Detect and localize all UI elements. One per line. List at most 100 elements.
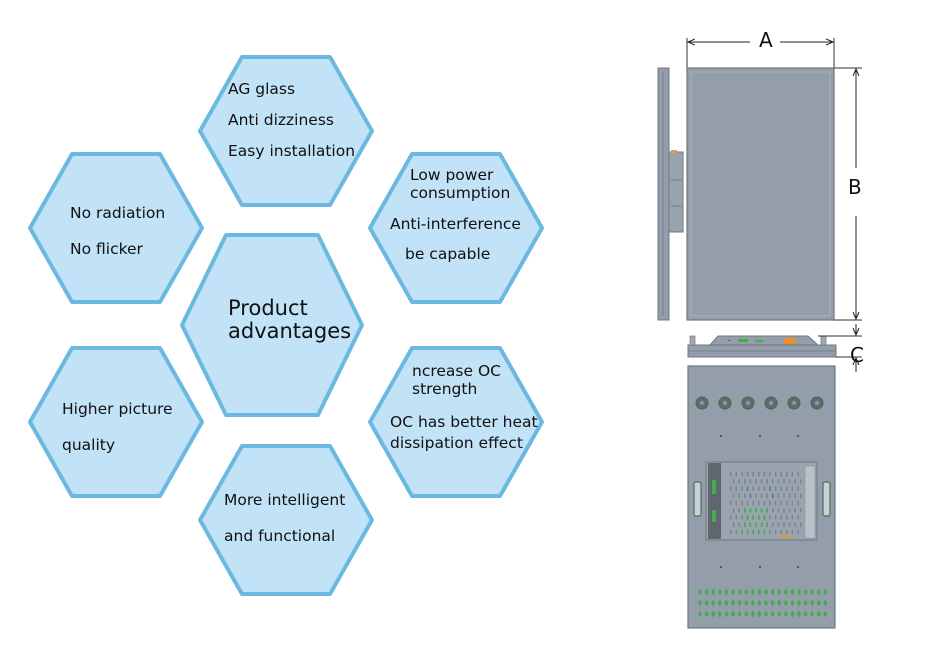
vent-slot [730, 529, 732, 535]
vent-diamond [797, 610, 801, 618]
vent-slot [774, 515, 777, 520]
vent-slot [735, 529, 738, 535]
screw-dot [759, 435, 761, 437]
vent-slot [744, 493, 746, 499]
fan-hub [699, 400, 705, 406]
advantage-line: More intelligent [224, 491, 346, 509]
vent-slots [730, 472, 802, 535]
vent-slot [783, 508, 785, 513]
advantage-line: Low power [410, 166, 494, 184]
advantage-line: No flicker [70, 239, 143, 258]
vent-slot [797, 472, 799, 477]
vent-diamond [724, 610, 729, 618]
vent-slot [800, 508, 802, 513]
vent-diamond [777, 588, 782, 596]
screw-dot [720, 566, 722, 568]
vent-diamond [744, 599, 749, 607]
vent-diamond [770, 599, 775, 607]
vent-diamond [777, 599, 782, 607]
electronics-box [705, 461, 818, 541]
advantage-line: Higher picture [62, 400, 173, 418]
vent-slot [786, 515, 788, 520]
vent-slot [777, 522, 780, 527]
vent-diamond [823, 599, 828, 607]
vent-slot [772, 508, 774, 513]
screw-dot [797, 566, 799, 568]
vent-diamond [717, 588, 722, 596]
vent-slot [780, 486, 782, 491]
hex-text: AG glass Anti dizziness Easy installatio… [228, 80, 355, 160]
vent-diamond [750, 599, 755, 607]
vent-diamond [757, 588, 762, 596]
vent-slot [735, 515, 738, 520]
vent-slot [738, 522, 740, 527]
vent-slot [758, 515, 760, 520]
vent-diamond [777, 610, 782, 618]
vent-slot [744, 479, 746, 484]
screw-dots [720, 435, 799, 568]
advantage-line: ncrease OC [412, 362, 501, 380]
left-handle [693, 481, 702, 517]
vent-slot [791, 500, 794, 506]
fan-hub [814, 400, 820, 406]
vent-diamond [764, 588, 768, 596]
advantage-line: OC has better heat [390, 412, 538, 431]
screw-dot [759, 566, 761, 568]
vent-slot [769, 500, 771, 506]
vent-slot [741, 515, 743, 520]
fan-hub [722, 400, 728, 406]
vent-diamond [764, 610, 768, 618]
vent-slot [777, 493, 780, 499]
vent-diamond [704, 599, 709, 607]
vent-slot [741, 472, 743, 477]
vent-diamond [783, 610, 788, 618]
vent-slot [772, 479, 774, 484]
vent-slot [760, 479, 763, 484]
vent-slot [732, 493, 735, 499]
advantage-line: AG glass [228, 80, 296, 98]
vent-slot [769, 529, 771, 535]
vent-slot [755, 493, 757, 499]
vent-slot [746, 472, 749, 477]
vent-slot [797, 529, 799, 535]
vent-diamond [724, 588, 729, 596]
vent-slot [749, 493, 752, 499]
vent-diamond [803, 599, 808, 607]
vent-diamond [783, 588, 788, 596]
dimension-a [686, 38, 835, 68]
vent-slot [786, 472, 788, 477]
vent-diamond [770, 610, 775, 618]
vent-diamond [797, 588, 801, 596]
vent-diamond [744, 610, 749, 618]
vent-diamond [757, 610, 762, 618]
vent-slot [749, 479, 752, 484]
vent-diamond [698, 599, 702, 607]
advantage-line: and functional [224, 526, 336, 545]
vent-slot [746, 529, 749, 535]
vent-slot [794, 508, 796, 513]
hex-text: Low power consumption Anti-interference … [390, 166, 521, 264]
advantage-line: dissipation effect [390, 434, 523, 453]
vent-diamond [711, 610, 716, 618]
front-view [686, 67, 835, 321]
screw-dot [797, 435, 799, 437]
dimension-b [834, 67, 862, 321]
vent-slot [758, 500, 760, 506]
vent-slot [752, 486, 754, 491]
vent-diamond [717, 599, 722, 607]
vent-slot [794, 479, 796, 484]
vent-diamond [731, 610, 735, 618]
vent-slot [791, 472, 794, 477]
vent-slot [780, 500, 782, 506]
hexagon-shape [198, 444, 374, 596]
vent-slot [755, 479, 757, 484]
vent-slot [741, 529, 743, 535]
technical-drawing: A B C [640, 20, 930, 640]
vent-diamond [816, 610, 821, 618]
vent-slot [732, 508, 735, 513]
hexagon-shape [28, 152, 204, 304]
vent-slot [758, 529, 760, 535]
vent-diamond [750, 610, 755, 618]
vent-diamond [704, 610, 709, 618]
vent-slot [774, 500, 777, 506]
